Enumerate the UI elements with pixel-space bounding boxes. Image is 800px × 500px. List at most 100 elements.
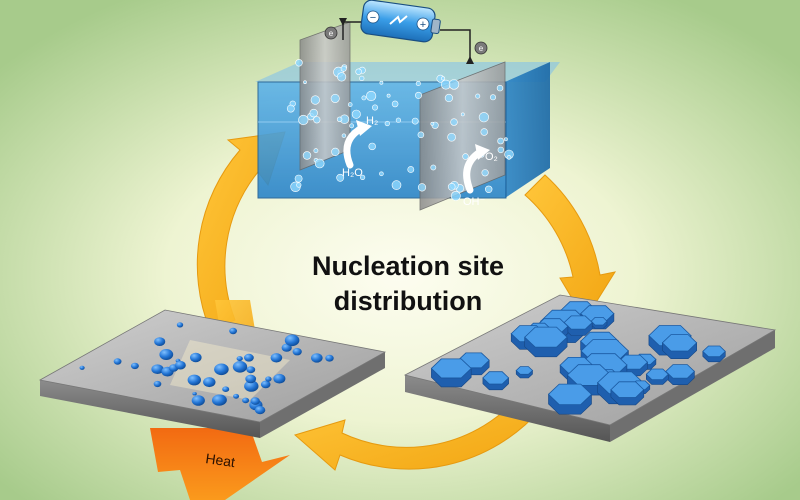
- bubble: [478, 112, 490, 123]
- bubble: [360, 174, 366, 180]
- droplet: [246, 366, 256, 374]
- droplet: [244, 380, 259, 392]
- droplet: [270, 353, 283, 363]
- crystal: [563, 315, 593, 336]
- heat-arrow: Heat: [150, 428, 290, 500]
- label-h2: H₂: [366, 115, 378, 127]
- bubble: [386, 93, 391, 98]
- droplet: [190, 352, 202, 363]
- label-h2o: H₂O: [342, 167, 363, 179]
- droplet: [159, 349, 174, 360]
- crystal: [547, 383, 593, 415]
- crystal: [430, 358, 472, 388]
- title-line-1: Nucleation site: [312, 251, 504, 281]
- circuit: − + e e: [324, 0, 488, 64]
- droplet: [311, 353, 323, 363]
- bubble: [441, 76, 446, 81]
- droplet: [175, 360, 186, 370]
- bubble: [447, 183, 456, 191]
- droplet: [281, 343, 292, 352]
- droplet: [229, 327, 238, 335]
- droplet: [130, 362, 139, 370]
- droplet: [273, 373, 286, 384]
- droplet: [222, 386, 230, 393]
- droplet: [260, 380, 271, 389]
- bubble: [286, 104, 295, 113]
- crystal: [702, 345, 726, 363]
- droplet: [203, 377, 216, 388]
- bubble: [298, 114, 309, 126]
- bubble: [414, 91, 422, 99]
- tank-side: [505, 62, 550, 198]
- droplet: [250, 397, 260, 405]
- bubble: [430, 121, 435, 126]
- bubble: [296, 182, 302, 188]
- droplet: [232, 361, 248, 373]
- crystal: [482, 371, 510, 391]
- bubble: [395, 117, 402, 123]
- bubble: [347, 102, 353, 107]
- bubble: [415, 81, 421, 87]
- bubble: [462, 153, 469, 160]
- bubble: [391, 180, 402, 190]
- bubble: [481, 169, 489, 177]
- droplet: [236, 356, 243, 362]
- droplet: [79, 365, 85, 370]
- battery-minus: −: [370, 12, 376, 24]
- droplet-plate: [38, 309, 387, 438]
- bubble: [475, 93, 481, 99]
- bubble: [351, 109, 361, 119]
- svg-text:e: e: [479, 44, 484, 53]
- crystal: [524, 326, 568, 358]
- droplet: [242, 397, 250, 404]
- bubble: [407, 166, 415, 173]
- droplet: [214, 363, 229, 376]
- heat-label: Heat: [205, 450, 237, 470]
- bubble: [430, 164, 437, 171]
- bubble: [340, 65, 347, 72]
- bubble: [310, 95, 320, 105]
- droplet: [265, 376, 272, 382]
- bubble: [417, 183, 427, 192]
- gas-bubbles: [286, 59, 514, 201]
- droplet: [191, 395, 205, 406]
- bubble: [341, 133, 347, 138]
- title-line-2: distribution: [334, 286, 482, 316]
- bubble: [379, 80, 384, 85]
- bubble: [313, 116, 321, 124]
- bubble: [391, 100, 399, 108]
- battery: − +: [360, 0, 441, 43]
- bubble: [309, 108, 318, 118]
- crystal: [661, 334, 698, 360]
- bubble: [336, 173, 345, 182]
- bubble: [485, 185, 493, 194]
- bubble: [450, 118, 458, 126]
- droplet: [151, 364, 164, 375]
- droplet: [113, 358, 122, 365]
- droplet: [153, 380, 162, 388]
- crystal: [515, 366, 534, 379]
- bubble: [503, 137, 508, 142]
- droplet: [292, 348, 302, 356]
- bubble: [447, 132, 456, 142]
- crystal: [590, 316, 608, 329]
- bubble: [384, 120, 390, 127]
- droplet: [244, 353, 254, 362]
- cycle-arrow-bottom: [293, 394, 541, 471]
- bubble: [371, 104, 378, 111]
- bubble: [489, 94, 496, 101]
- droplet: [154, 337, 166, 346]
- droplet: [245, 374, 257, 384]
- bubble: [303, 80, 307, 84]
- bubble: [349, 123, 354, 129]
- label-oh: OH⁻: [463, 196, 486, 208]
- bubble: [336, 116, 343, 123]
- crystal: [610, 381, 645, 406]
- bubble: [411, 117, 419, 125]
- crystal: [645, 368, 669, 385]
- bubble: [295, 59, 303, 67]
- bubble: [379, 171, 384, 177]
- bubble: [460, 112, 465, 117]
